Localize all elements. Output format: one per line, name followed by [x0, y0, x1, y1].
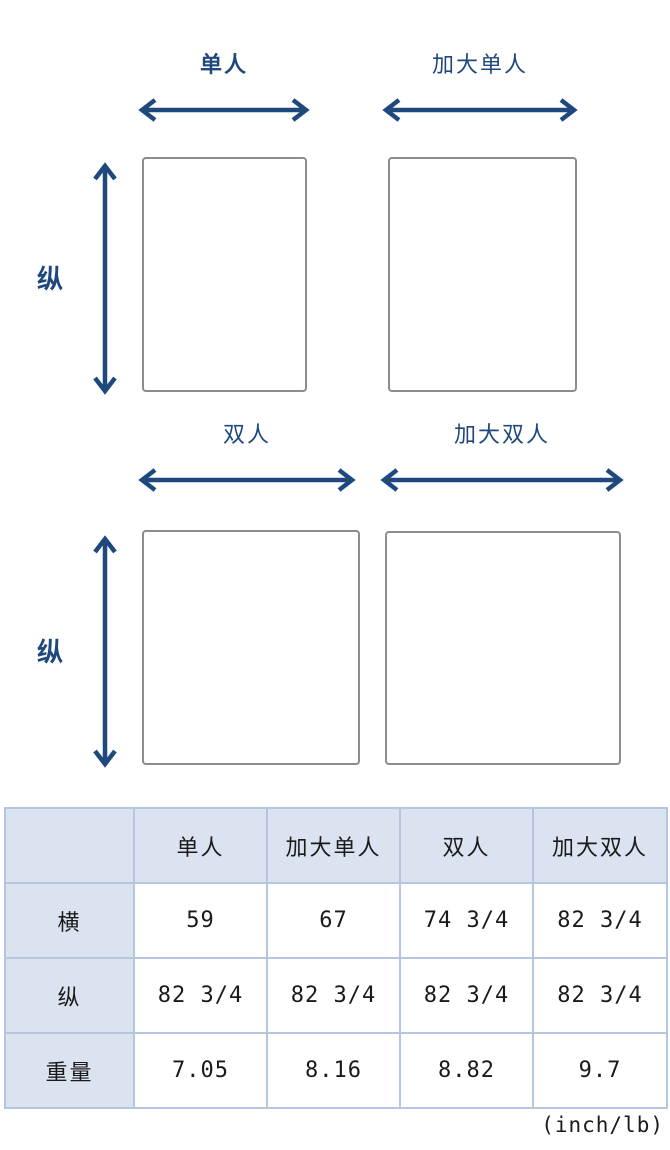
row1-vertical-axis-label: 纵 [36, 264, 63, 294]
xl-single-bed-rect [388, 157, 577, 392]
row1-height-arrow-icon [93, 162, 117, 395]
xl-double-size-label: 加大双人 [453, 422, 550, 447]
row2-height-arrow-icon [93, 535, 117, 768]
table-row-weight: 重量 7.05 8.16 8.82 9.7 [4, 1032, 668, 1109]
table-cell: 8.16 [266, 1032, 401, 1109]
table-cell: 59 [133, 882, 268, 959]
xl-single-width-arrow-icon [382, 98, 578, 122]
table-cell: 74 3/4 [399, 882, 534, 959]
xl-double-width-arrow-icon [380, 468, 624, 492]
table-cell: 82 3/4 [133, 957, 268, 1034]
col-header-single: 单人 [133, 807, 268, 884]
table-header-row: 单人 加大单人 双人 加大双人 [4, 807, 668, 884]
single-width-arrow-icon [138, 98, 310, 122]
row-header-width: 横 [4, 882, 135, 959]
col-header-xl-single: 加大单人 [266, 807, 401, 884]
table-cell: 7.05 [133, 1032, 268, 1109]
unit-note: (inch/lb) [541, 1113, 664, 1137]
table-cell: 82 3/4 [532, 882, 668, 959]
double-bed-rect [142, 530, 360, 765]
table-cell: 82 3/4 [266, 957, 401, 1034]
xl-double-bed-rect [385, 531, 621, 765]
corner-cell [4, 807, 135, 884]
row-header-weight: 重量 [4, 1032, 135, 1109]
table-row-width: 横 59 67 74 3/4 82 3/4 [4, 882, 668, 959]
row-header-length: 纵 [4, 957, 135, 1034]
table-cell: 82 3/4 [532, 957, 668, 1034]
xl-single-size-label: 加大单人 [431, 52, 528, 77]
col-header-xl-double: 加大双人 [532, 807, 668, 884]
table-cell: 8.82 [399, 1032, 534, 1109]
single-bed-rect [142, 157, 307, 392]
table-cell: 9.7 [532, 1032, 668, 1109]
double-width-arrow-icon [138, 468, 356, 492]
table-cell: 67 [266, 882, 401, 959]
table-row-length: 纵 82 3/4 82 3/4 82 3/4 82 3/4 [4, 957, 668, 1034]
col-header-double: 双人 [399, 807, 534, 884]
table-cell: 82 3/4 [399, 957, 534, 1034]
single-size-label: 单人 [199, 52, 248, 77]
double-size-label: 双人 [222, 422, 271, 447]
row2-vertical-axis-label: 纵 [36, 637, 63, 667]
size-spec-table: 单人 加大单人 双人 加大双人 横 59 67 74 3/4 82 3/4 纵 … [4, 807, 668, 1109]
